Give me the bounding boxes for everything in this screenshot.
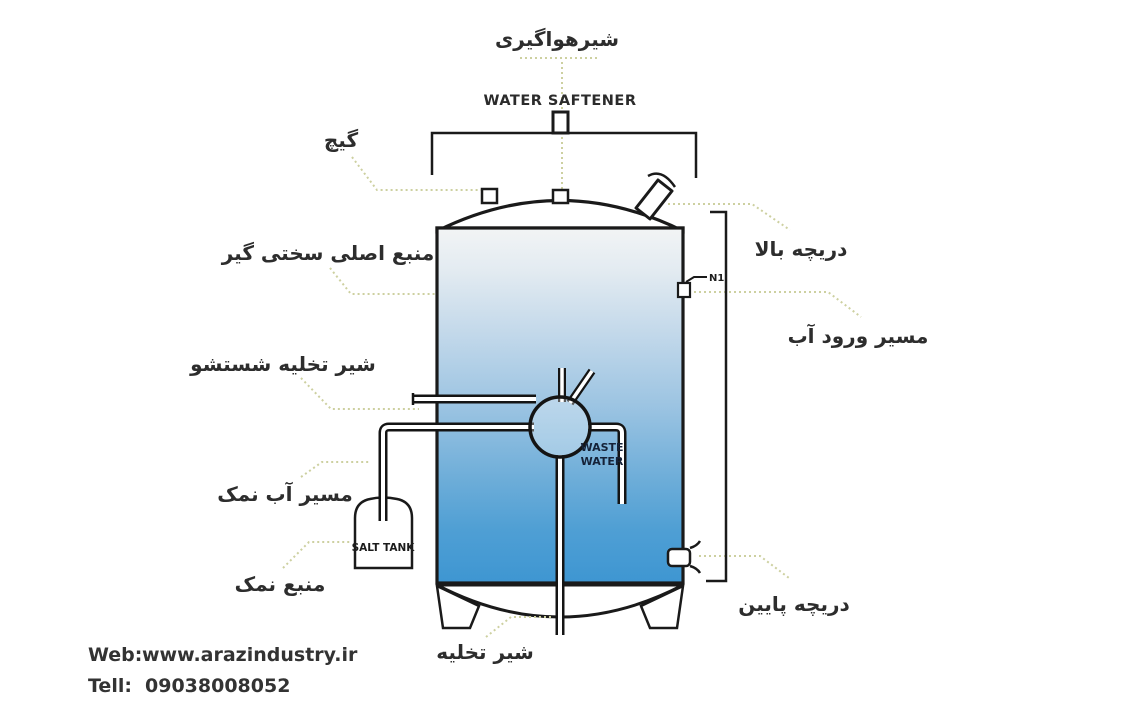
diagonal-stub-pipe (568, 370, 594, 404)
web-value: www.arazindustry.ir (142, 644, 358, 666)
label-bottom-hatch: دریچه پایین (738, 592, 849, 617)
label-waste-line2: WATER (581, 455, 624, 468)
fittings (430, 110, 728, 583)
label-top-hatch: دریچه بالا (755, 237, 848, 262)
top-hatch-nozzle (634, 178, 674, 221)
label-wash-drain-valve: شیر تخلیه شستشو (189, 352, 376, 376)
label-product-title: WATER SAFTENER (483, 93, 636, 109)
top-hatch-flare (647, 172, 677, 188)
leader-wash-drain (300, 377, 419, 410)
dome-center-fitting (551, 188, 570, 205)
leader-salt-source (282, 541, 352, 569)
leader-bottom-hatch (699, 555, 790, 579)
leader-lines (282, 57, 862, 638)
label-air-valve: شیرهواگیری (495, 27, 619, 51)
label-waste-line1: WASTE (580, 441, 623, 454)
footer-contact: Web: www.arazindustry.ir Tell: 090380080… (88, 644, 358, 697)
tell-label: Tell: (88, 675, 132, 697)
n1-pointer (685, 276, 707, 283)
label-water-inlet-path: مسیر ورود آب (788, 323, 929, 348)
web-label: Web: (88, 644, 142, 666)
leader-top-hatch (668, 203, 791, 231)
label-salt-source: منبع نمک (235, 572, 326, 596)
label-n1: N1 (709, 273, 724, 284)
piping (378, 368, 627, 635)
gauge-fitting (480, 187, 499, 205)
tell-value: 09038008052 (145, 675, 290, 697)
height-bracket (706, 210, 728, 583)
labels: شیرهواگیری WATER SAFTENER گیچ منبع اصلی … (189, 27, 928, 664)
waste-water-pipe (588, 425, 624, 504)
distributor-valve (528, 395, 592, 459)
top-bracket (430, 131, 698, 178)
label-salt-water-path: مسیر آب نمک (217, 481, 353, 506)
label-main-tank: منبع اصلی سختی گیر (221, 241, 435, 265)
leader-gauge (351, 156, 482, 191)
label-salt-tank: SALT TANK (352, 542, 416, 554)
leader-drain-valve (485, 616, 551, 638)
bottom-hatch-nozzle (666, 547, 692, 568)
air-vent-fitting (551, 110, 570, 135)
n1-nozzle (676, 281, 692, 299)
bottom-hatch-flare (689, 540, 702, 574)
label-drain-valve: شیر تخلیه (436, 640, 534, 664)
leader-salt-path (300, 461, 371, 478)
label-gauge: گیچ (324, 128, 359, 152)
leader-water-inlet (694, 291, 862, 318)
leader-main-tank (329, 267, 437, 295)
brine-pipe (381, 425, 534, 521)
